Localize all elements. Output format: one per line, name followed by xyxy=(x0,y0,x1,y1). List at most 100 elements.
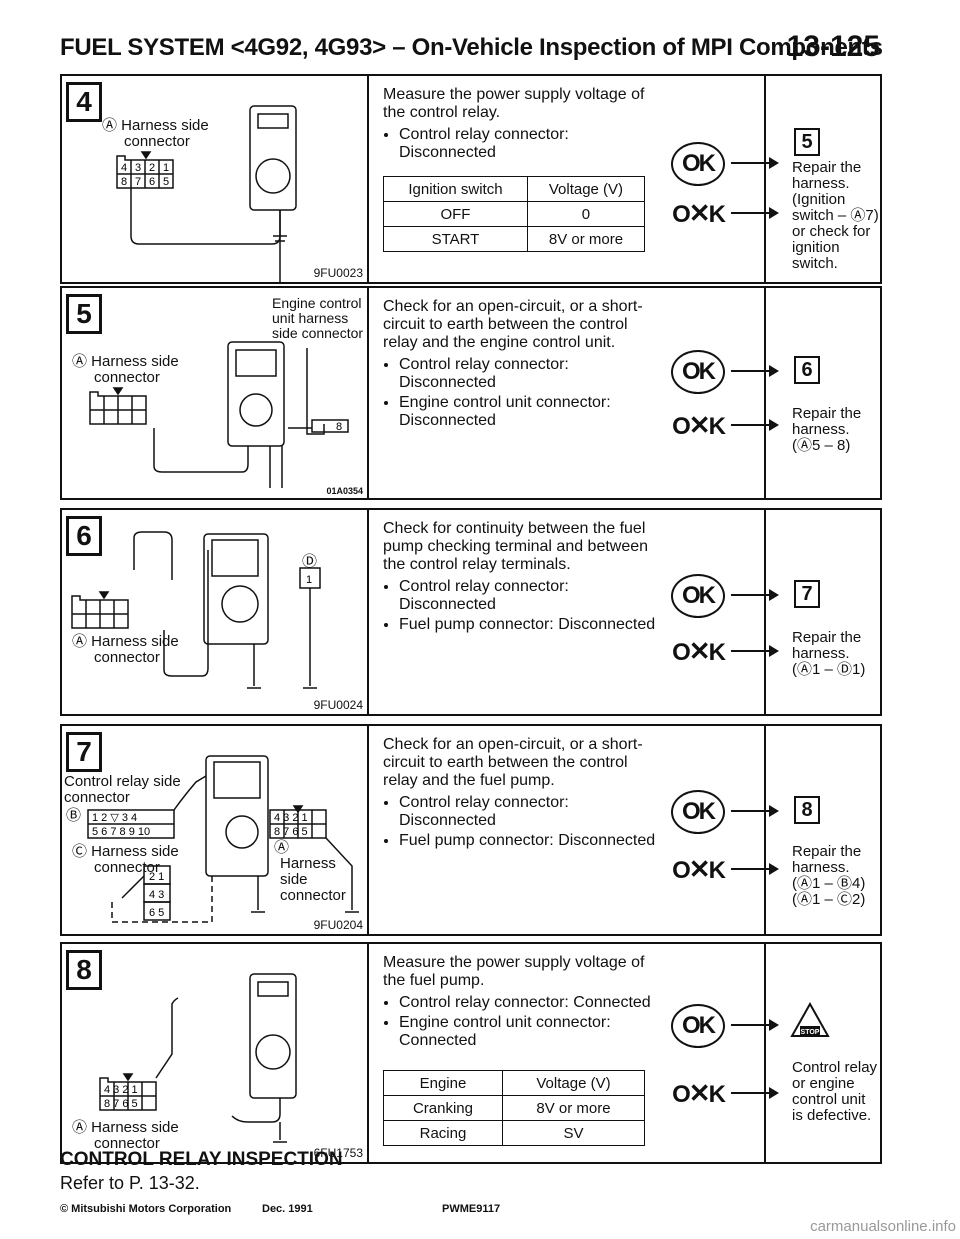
table-cell: 8V or more xyxy=(526,226,646,252)
condition-list: Control relay connector: Connected Engin… xyxy=(383,994,663,1050)
defect-text: Control relay or engine control unit is … xyxy=(792,1059,878,1124)
ng-cross: ✕ xyxy=(688,410,711,440)
figure-label: Ⓐ Harness side xyxy=(72,1119,179,1136)
table-cell: 8V or more xyxy=(501,1095,646,1121)
figure-label: Control relay side xyxy=(64,773,181,790)
ng-o: O xyxy=(672,413,691,440)
ok-badge: OK xyxy=(671,574,725,618)
connector-pin: 4 xyxy=(121,162,127,174)
step-result: 8 Repair the harness. (Ⓐ1 – Ⓑ4) (Ⓐ1 – Ⓒ2… xyxy=(766,726,880,934)
watermark: carmanualsonline.info xyxy=(810,1218,956,1235)
step-result: 7 Repair the harness. (Ⓐ1 – Ⓓ1) xyxy=(766,510,880,714)
connector-pin: 1 2 ▽ 3 4 xyxy=(92,812,137,824)
instruction-lead: Check for an open-circuit, or a short-ci… xyxy=(383,736,643,789)
figure-label: side xyxy=(280,871,308,888)
ng-k: K xyxy=(708,201,726,228)
next-step-box[interactable]: 8 xyxy=(794,796,820,824)
publication-date: Dec. 1991 xyxy=(262,1203,313,1215)
figure-label: connector xyxy=(124,133,190,150)
ng-o: O xyxy=(672,201,691,228)
step-number: 8 xyxy=(66,950,102,990)
figure-code: 9FU0204 xyxy=(313,918,363,932)
figure-label: Ⓐ Harness side xyxy=(102,117,209,134)
ng-k: K xyxy=(708,639,726,666)
table-cell: Cranking xyxy=(383,1095,503,1121)
arrow-right-icon xyxy=(731,645,779,657)
figure-label: Ⓐ Harness side xyxy=(72,353,179,370)
next-step-box[interactable]: 5 xyxy=(794,128,820,156)
step-instructions: Measure the power supply voltage of the … xyxy=(369,944,779,1162)
connector-pin: 6 xyxy=(149,176,155,188)
figure-label: Ⓓ xyxy=(302,553,318,570)
section-title: FUEL SYSTEM <4G92, 4G93> – On-Vehicle In… xyxy=(60,34,883,61)
table-cell: 0 xyxy=(526,201,646,227)
step-number: 6 xyxy=(66,516,102,556)
figure-label: connector xyxy=(94,1135,160,1152)
condition-item: Fuel pump connector: Disconnected xyxy=(399,832,663,850)
pin-8-label: 8 xyxy=(336,421,342,433)
step-row-6: 6 Ⓐ Harness side connector Ⓓ xyxy=(60,508,882,716)
stop-warning-icon: STOP xyxy=(790,1002,830,1037)
arrow-right-icon xyxy=(731,1087,779,1099)
ng-badge: O✕K xyxy=(671,1078,726,1109)
condition-item: Control relay connector: Disconnected xyxy=(399,356,663,392)
arrow-right-icon xyxy=(731,419,779,431)
next-step-box[interactable]: 7 xyxy=(794,580,820,608)
ng-k: K xyxy=(708,413,726,440)
ok-badge: OK xyxy=(671,350,725,394)
arrow-right-icon xyxy=(731,365,779,377)
connector-pin: 4 3 2 1 xyxy=(104,1084,138,1096)
connector-pin: 2 xyxy=(149,162,155,174)
instruction-text: Check for an open-circuit, or a short-ci… xyxy=(383,298,663,432)
page-reference: Refer to P. 13-32. xyxy=(60,1173,200,1193)
arrow-right-icon xyxy=(731,863,779,875)
continuity-diagram: 8 xyxy=(89,341,349,488)
figure-code: 01A0354 xyxy=(326,486,363,496)
arrow-right-icon xyxy=(731,1019,779,1031)
arrow-right-icon xyxy=(731,207,779,219)
ng-k: K xyxy=(708,857,726,884)
connector-pin: 5 xyxy=(163,176,169,188)
condition-list: Control relay connector: Disconnected xyxy=(383,126,663,162)
page-number: 13-125 xyxy=(786,30,880,63)
instruction-lead: Measure the power supply voltage of the … xyxy=(383,86,645,121)
condition-item: Control relay connector: Disconnected xyxy=(399,126,663,162)
figure-code: 6FU1753 xyxy=(313,1146,363,1160)
figure-label: connector xyxy=(94,369,160,386)
connector-pin: 4 3 xyxy=(149,889,164,901)
instruction-text: Check for continuity between the fuel pu… xyxy=(383,520,663,636)
figure-label: connector xyxy=(280,887,346,904)
copyright: © Mitsubishi Motors Corporation xyxy=(60,1203,232,1215)
step-figure: 5 Engine control unit harness side conne… xyxy=(62,288,369,498)
step-number: 4 xyxy=(66,82,102,122)
next-step-box[interactable]: 6 xyxy=(794,356,820,384)
step-result: STOP Control relay or engine control uni… xyxy=(766,944,880,1162)
arrow-right-icon xyxy=(731,589,779,601)
instruction-lead: Check for continuity between the fuel pu… xyxy=(383,520,649,573)
ng-o: O xyxy=(672,639,691,666)
instruction-text: Check for an open-circuit, or a short-ci… xyxy=(383,736,663,852)
step-instructions: Check for continuity between the fuel pu… xyxy=(369,510,779,714)
condition-item: Control relay connector: Disconnected xyxy=(399,794,663,830)
step-row-5: 5 Engine control unit harness side conne… xyxy=(60,286,882,500)
condition-list: Control relay connector: Disconnected En… xyxy=(383,356,663,430)
arrow-right-icon xyxy=(731,157,779,169)
ok-badge: OK xyxy=(671,142,725,186)
connector-pin: 3 xyxy=(135,162,141,174)
table-header: Voltage (V) xyxy=(501,1070,646,1096)
relay-fuel-pump-diagram: 1 2 ▽ 3 4 5 6 7 8 9 10 4 3 2 1 8 7 6 5 2… xyxy=(87,755,359,923)
step-row-7: 7 Control relay side connector Ⓑ Ⓒ Harne… xyxy=(60,724,882,936)
step-instructions: Check for an open-circuit, or a short-ci… xyxy=(369,726,779,934)
instruction-text: Measure the power supply voltage of the … xyxy=(383,86,663,164)
figure-code: 9FU0024 xyxy=(313,698,363,712)
step-result: 5 Repair the harness. (Ignition switch –… xyxy=(766,76,880,282)
figure-code: 9FU0023 xyxy=(313,266,363,280)
table-header: Ignition switch xyxy=(383,176,528,202)
condition-item: Fuel pump connector: Disconnected xyxy=(399,616,663,634)
ng-badge: O✕K xyxy=(671,410,726,441)
connector-pin: 4 3 2 1 xyxy=(274,812,308,824)
ng-k: K xyxy=(708,1081,726,1108)
figure-label: Ⓐ xyxy=(274,839,290,856)
